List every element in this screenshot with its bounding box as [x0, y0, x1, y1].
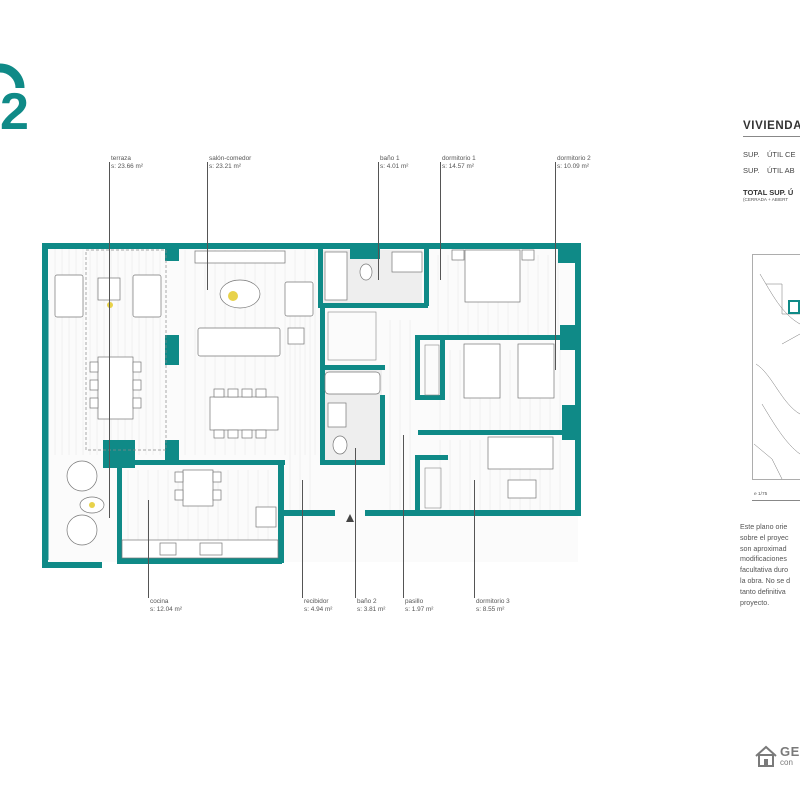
scale-bar	[752, 500, 800, 501]
unit-logo-arc	[0, 63, 25, 89]
walls	[42, 243, 581, 568]
company-name: GE	[780, 744, 800, 759]
kitchen-furniture	[121, 469, 279, 559]
house-logo-icon	[755, 745, 777, 767]
title-rule	[743, 136, 800, 137]
total-surface-sub: (CERRADA + ABIERT	[743, 197, 789, 202]
bathroom-fixtures	[324, 251, 423, 455]
key-plan-thumbnail	[752, 254, 800, 480]
disclaimer-note: Este plano orie sobre el proyec son apro…	[740, 523, 791, 607]
leader-dormitorio3	[474, 480, 475, 598]
leader-terraza	[109, 162, 110, 518]
entrance-arrow-icon	[346, 514, 354, 522]
bedroom-furniture	[451, 249, 555, 499]
leader-salon	[207, 162, 208, 290]
total-surface-label: TOTAL SUP. Ú	[743, 188, 794, 197]
closets	[327, 311, 442, 509]
leader-dormitorio2	[555, 162, 556, 370]
leader-bano2	[355, 448, 356, 598]
leader-bano1	[378, 162, 379, 280]
sheet-title: VIVIENDA	[743, 120, 800, 132]
surface-row-abierta: SUP.ÚTIL AB	[743, 166, 795, 175]
terrace-furniture	[54, 274, 162, 546]
company-subtitle: con	[780, 758, 793, 767]
leader-dormitorio1	[440, 162, 441, 280]
surface-row-cerrada: SUP.ÚTIL CE	[743, 150, 796, 159]
salon-furniture	[194, 250, 314, 439]
leader-recibidor	[302, 480, 303, 598]
unit-number-logo: 2	[0, 83, 29, 141]
leader-pasillo	[403, 435, 404, 598]
leader-cocina	[148, 500, 149, 598]
scale-label: e 1/75	[754, 492, 768, 497]
